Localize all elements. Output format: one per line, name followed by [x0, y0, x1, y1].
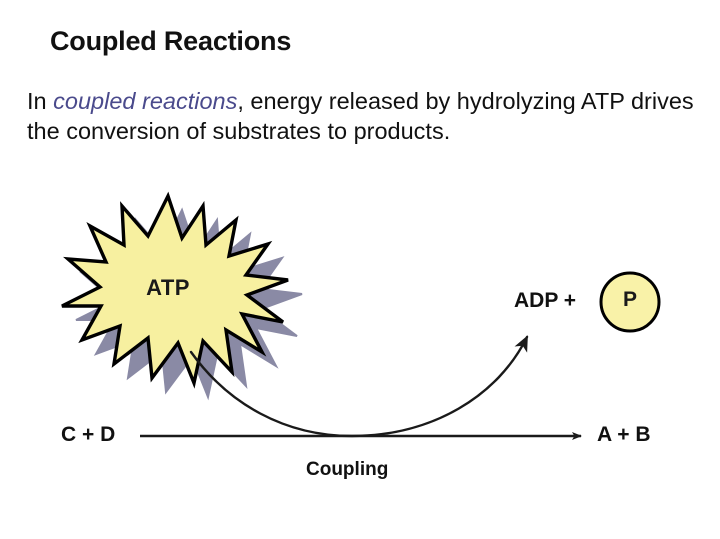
- products-label: A + B: [597, 423, 651, 446]
- emphasis-term: coupled reactions: [53, 88, 238, 114]
- page-title: Coupled Reactions: [50, 26, 292, 56]
- coupling-curved-arrow: [189, 335, 529, 438]
- body-text-prefix: In: [27, 88, 54, 114]
- reactants-label: C + D: [61, 423, 116, 446]
- adp-label: ADP +: [514, 289, 577, 312]
- body-paragraph: In coupled reactions, energy released by…: [27, 86, 703, 146]
- phosphate-circle: [599, 271, 661, 333]
- atp-label: ATP: [146, 275, 190, 300]
- coupling-label: Coupling: [306, 459, 389, 480]
- phosphate-label: P: [622, 288, 637, 311]
- body-text-rest: , energy released by hydrolyzing ATP dri…: [27, 88, 694, 144]
